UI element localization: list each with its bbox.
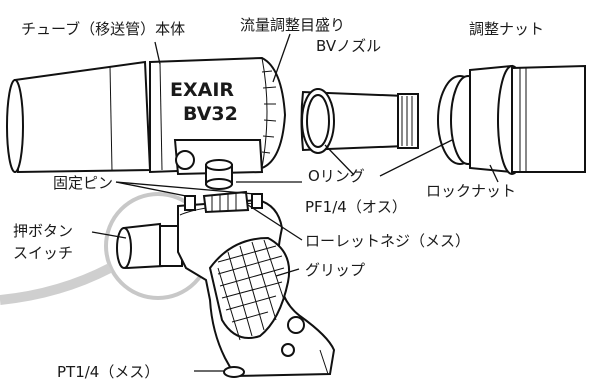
label-fixing-pin: 固定ピン xyxy=(53,174,113,192)
label-push-button-line1: 押ボタン xyxy=(13,222,73,240)
bv-nozzle xyxy=(300,88,419,154)
push-button xyxy=(116,222,183,270)
motion-arc xyxy=(0,263,113,305)
label-bv-nozzle: BVノズル xyxy=(316,37,381,55)
tube-body xyxy=(6,56,287,190)
label-pt-port: PT1/4（メス） xyxy=(57,363,159,381)
label-adjust-nut: 調整ナット xyxy=(469,20,544,38)
label-lock-nut: ロックナット xyxy=(426,182,516,200)
label-pf-port: PF1/4（オス） xyxy=(305,198,407,216)
leader-lines xyxy=(91,33,499,372)
brand-marking: EXAIR xyxy=(170,79,234,101)
label-push-button-line2: スイッチ xyxy=(13,244,73,262)
model-marking: BV32 xyxy=(183,103,238,125)
label-knurled-screw: ローレットネジ（メス） xyxy=(305,232,470,250)
grip xyxy=(177,190,336,378)
adjust-nut-assembly xyxy=(437,64,586,175)
label-o-ring: Oリング xyxy=(308,167,365,185)
label-tube-body: チューブ（移送管）本体 xyxy=(21,20,185,38)
label-grip: グリップ xyxy=(305,261,365,279)
label-flow-scale: 流量調整目盛り xyxy=(240,16,345,34)
